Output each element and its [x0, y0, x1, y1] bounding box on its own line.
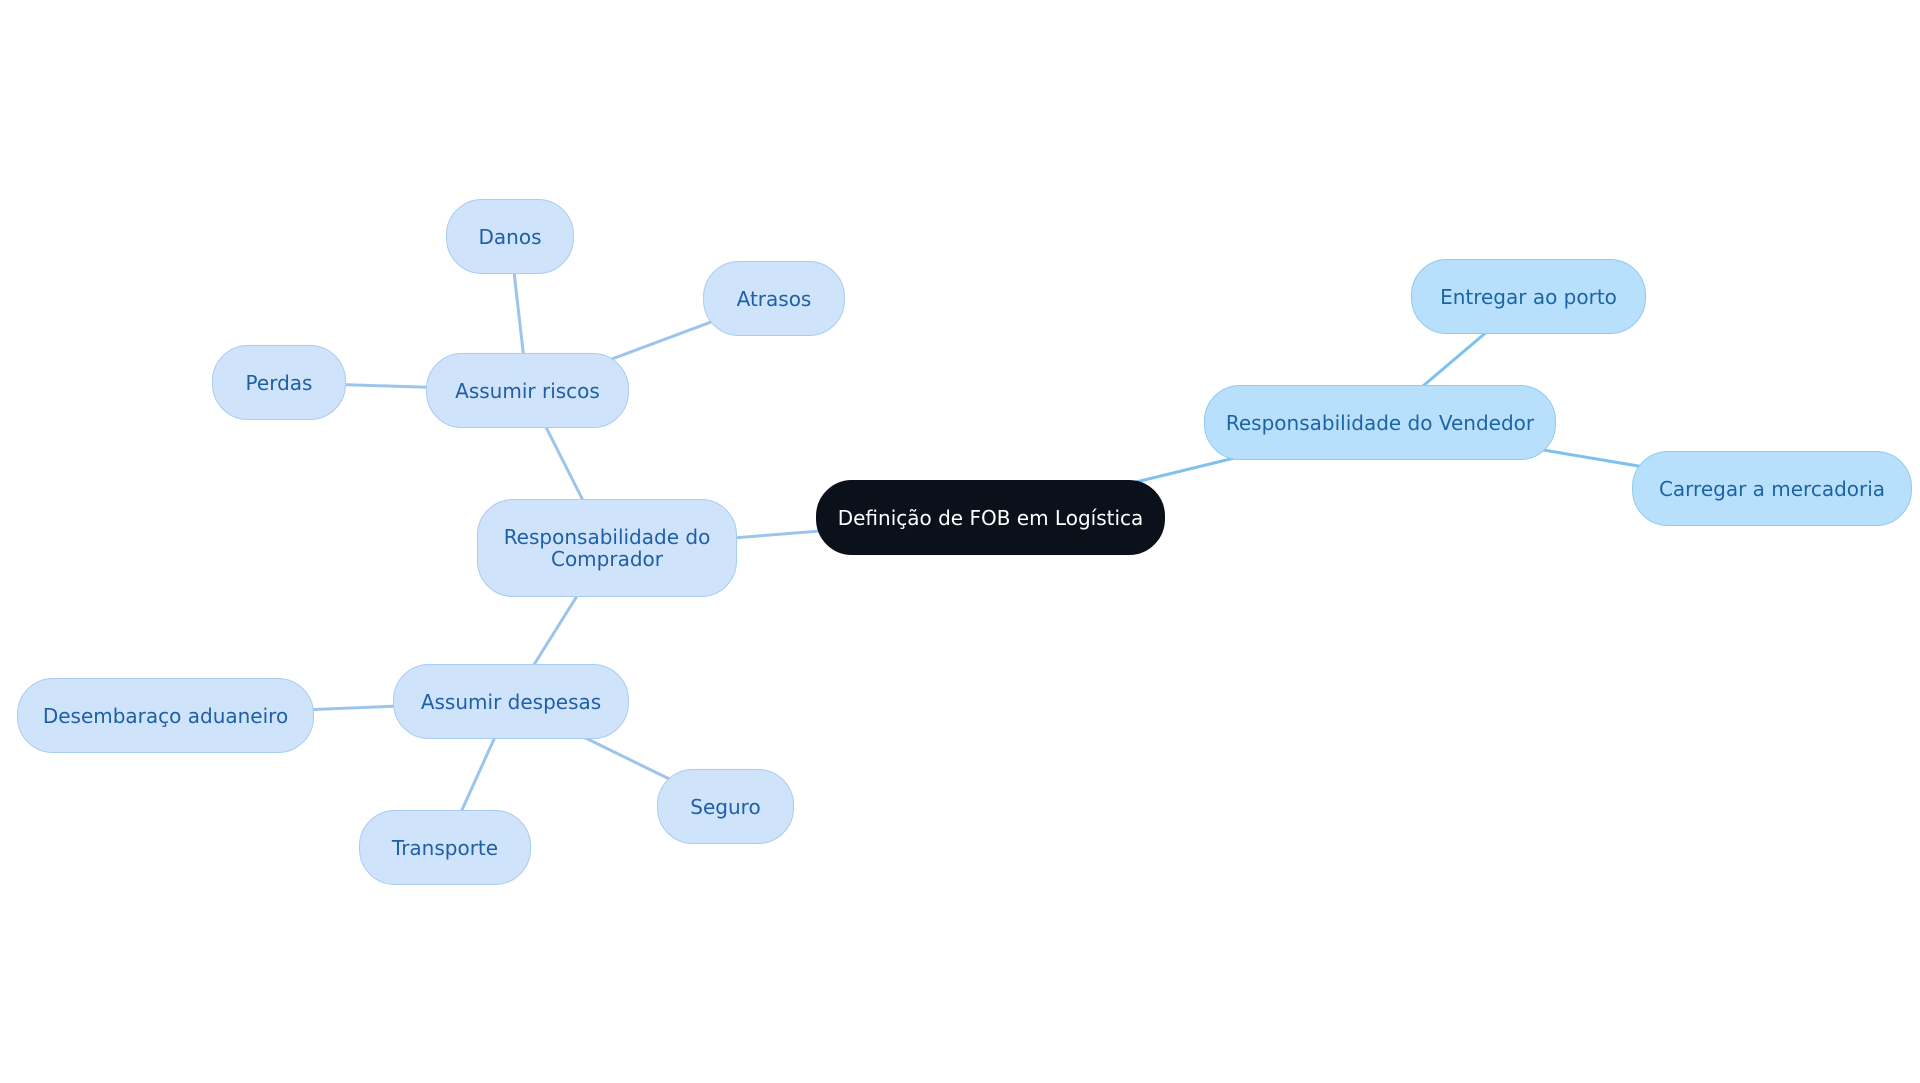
risk-losses-node[interactable]: Perdas: [212, 345, 346, 420]
expense-insurance-label: Seguro: [690, 794, 761, 819]
buyer-responsibility-node[interactable]: Responsabilidade do Comprador: [477, 499, 737, 597]
seller-deliver-to-port-node[interactable]: Entregar ao porto: [1411, 259, 1646, 334]
seller-load-goods-node[interactable]: Carregar a mercadoria: [1632, 451, 1912, 526]
expense-transport-label: Transporte: [391, 835, 499, 860]
seller-responsibility-node[interactable]: Responsabilidade do Vendedor: [1204, 385, 1556, 460]
risk-losses-label: Perdas: [245, 370, 313, 395]
expense-customs-clearance-node[interactable]: Desembaraço aduaneiro: [17, 678, 314, 753]
expense-insurance-node[interactable]: Seguro: [657, 769, 794, 844]
assume-expenses-label: Assumir despesas: [420, 689, 602, 714]
buyer-responsibility-label: Responsabilidade do Comprador: [503, 525, 711, 571]
expense-customs-clearance-label: Desembaraço aduaneiro: [42, 703, 289, 728]
risk-delays-label: Atrasos: [736, 286, 812, 311]
assume-risks-node[interactable]: Assumir riscos: [426, 353, 629, 428]
assume-risks-label: Assumir riscos: [455, 378, 600, 403]
root-label: Definição de FOB em Logística: [837, 505, 1144, 530]
assume-expenses-node[interactable]: Assumir despesas: [393, 664, 629, 739]
seller-load-goods-label: Carregar a mercadoria: [1658, 476, 1886, 501]
root-node[interactable]: Definição de FOB em Logística: [816, 480, 1165, 555]
risk-damages-node[interactable]: Danos: [446, 199, 574, 274]
seller-deliver-to-port-label: Entregar ao porto: [1440, 284, 1617, 309]
risk-damages-label: Danos: [478, 224, 542, 249]
seller-responsibility-label: Responsabilidade do Vendedor: [1225, 410, 1535, 435]
expense-transport-node[interactable]: Transporte: [359, 810, 531, 885]
risk-delays-node[interactable]: Atrasos: [703, 261, 845, 336]
